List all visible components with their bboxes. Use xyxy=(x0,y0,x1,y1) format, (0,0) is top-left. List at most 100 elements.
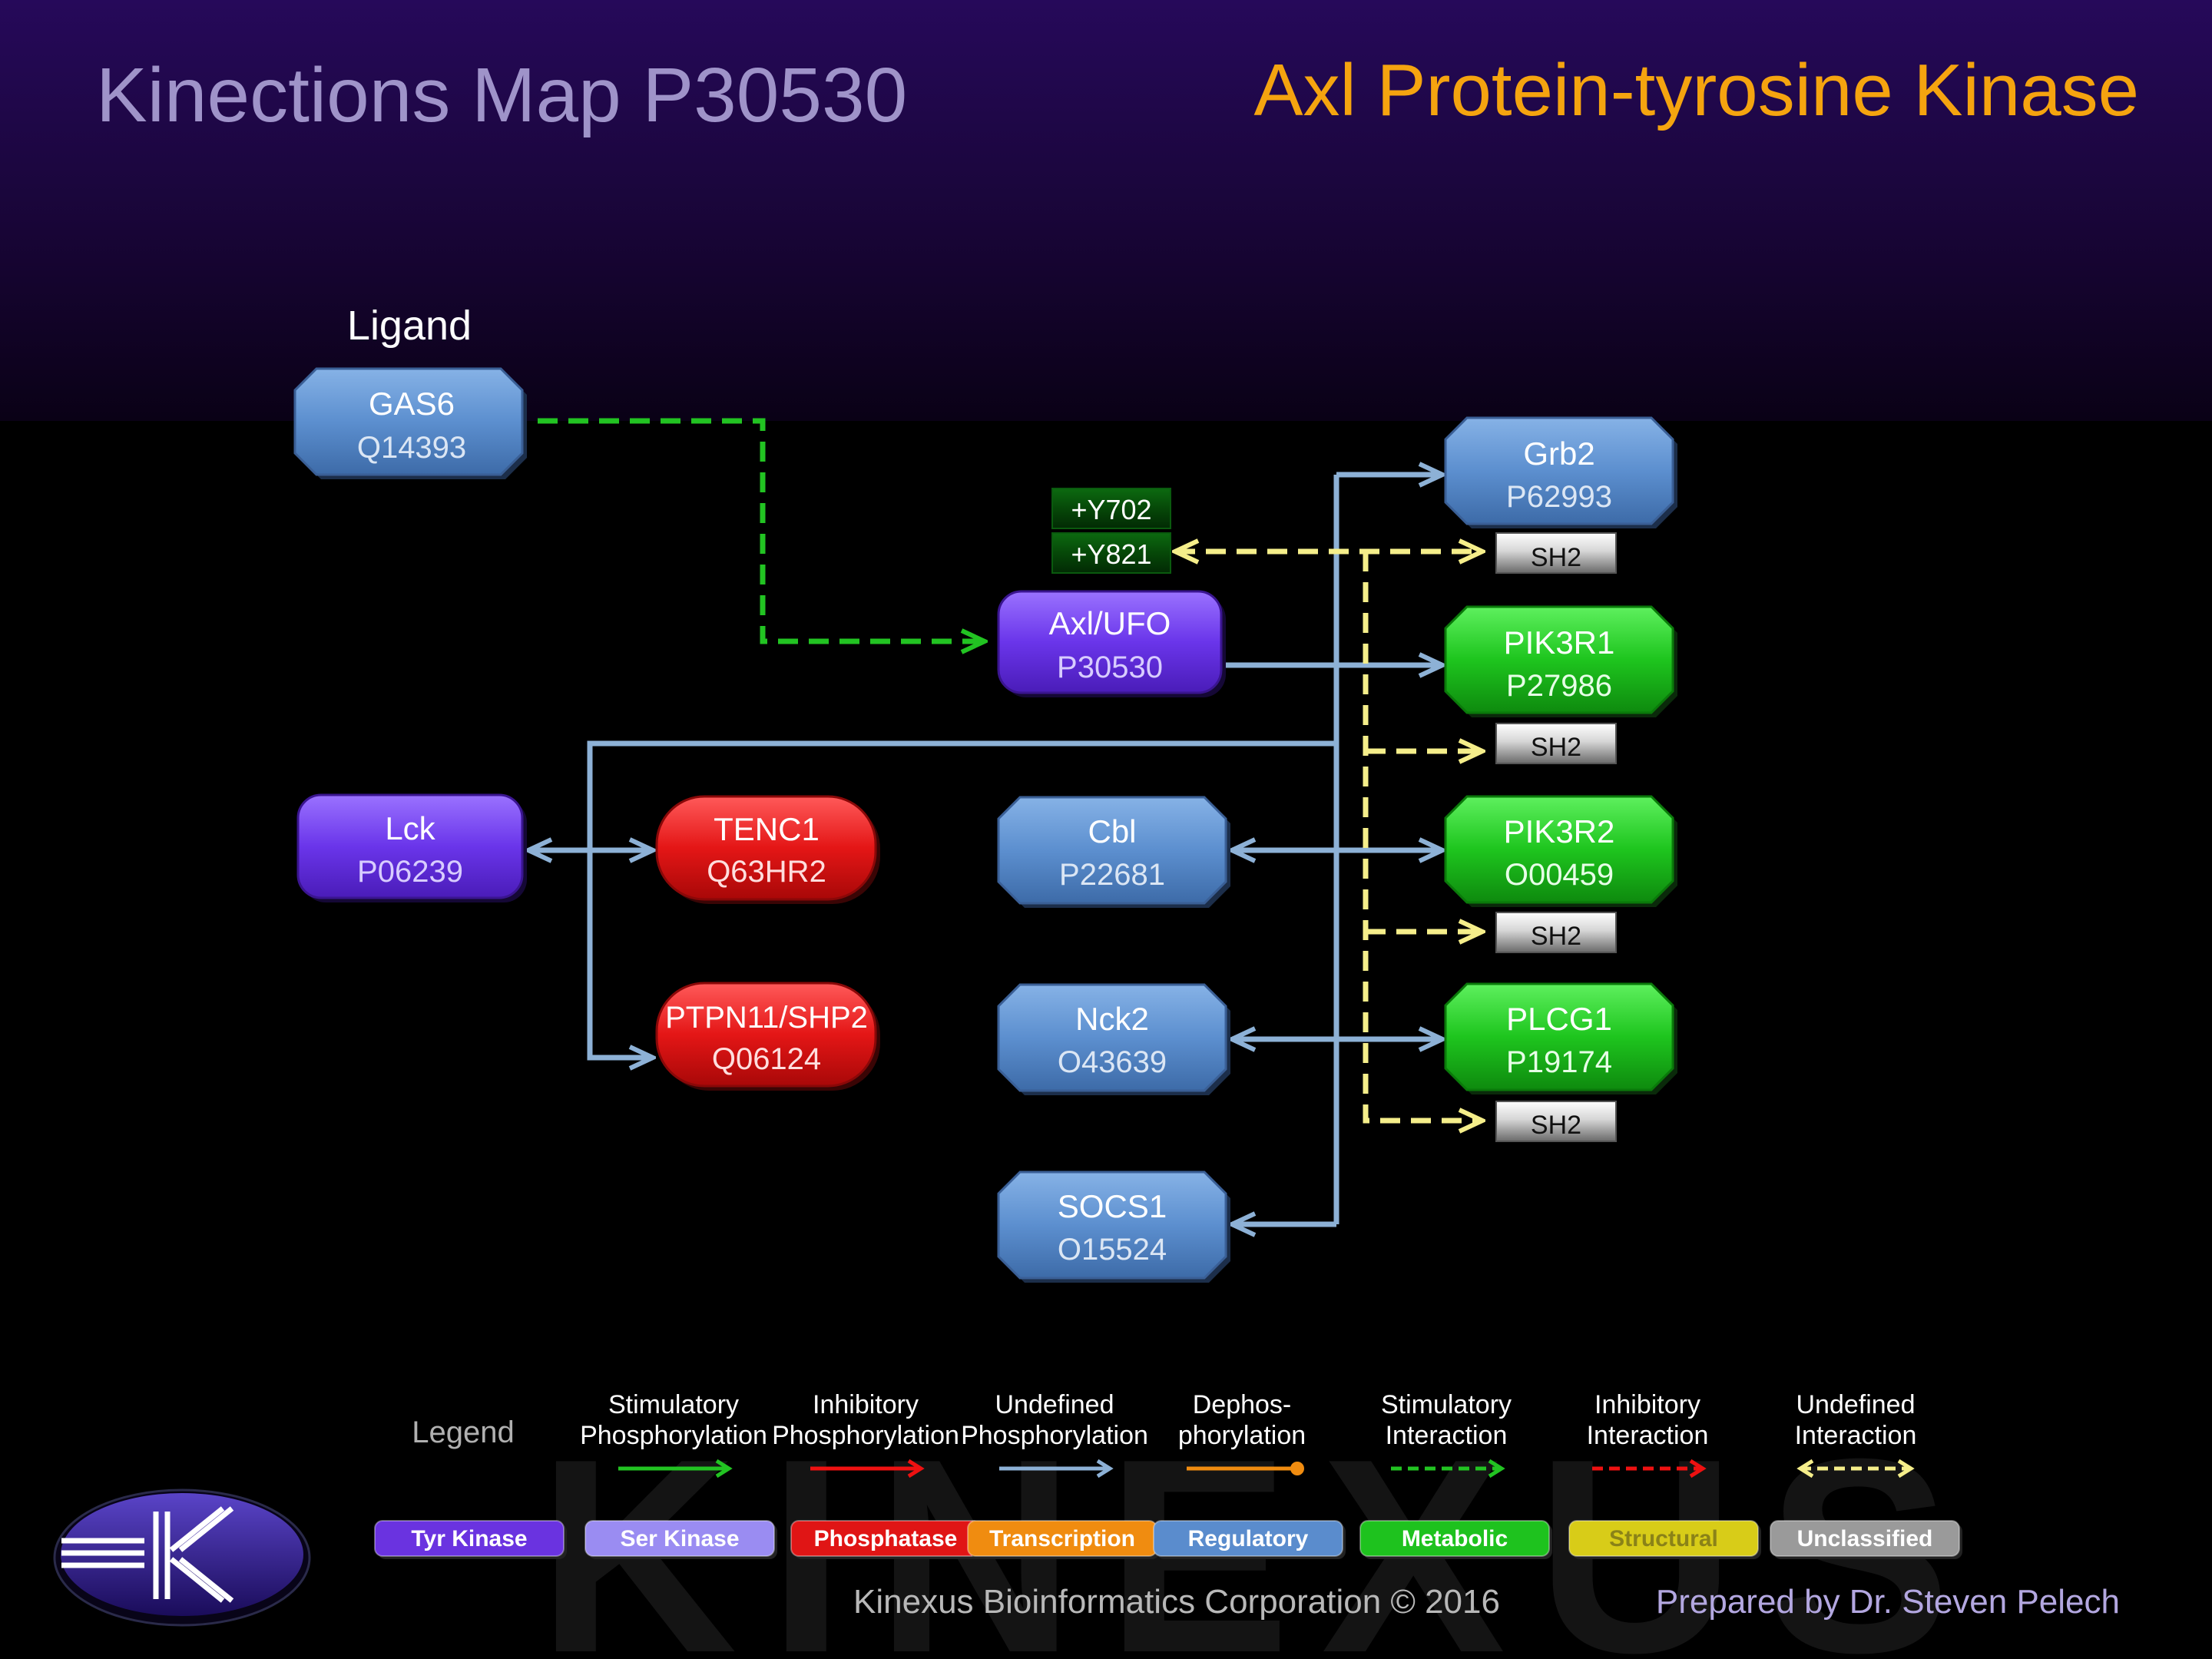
node-lck[interactable]: Lck P06239 xyxy=(296,793,527,902)
node-ptpn11-acc: Q06124 xyxy=(712,1042,821,1076)
legend-arrow-head xyxy=(1796,1459,1814,1479)
legend-arrow-head xyxy=(1096,1459,1114,1479)
domain-sh2-grb2-label: SH2 xyxy=(1531,543,1581,572)
node-pik3r2-acc: O00459 xyxy=(1505,858,1614,892)
legend-arrow-dot xyxy=(1290,1462,1304,1475)
domain-sh2-pik3r2[interactable]: SH2 xyxy=(1495,912,1617,953)
node-gas6-acc: Q14393 xyxy=(357,431,466,465)
site-y821[interactable]: +Y821 xyxy=(1051,532,1171,574)
legend-arrow-label-1: Stimulatory xyxy=(608,1390,739,1419)
node-pik3r2-name: PIK3R2 xyxy=(1504,813,1615,849)
logo-k-icon xyxy=(61,1506,234,1603)
node-lck-name: Lck xyxy=(385,810,435,846)
legend-type-label: Unclassified xyxy=(1797,1526,1933,1551)
node-axl-name: Axl/UFO xyxy=(1049,605,1171,641)
node-nck2[interactable]: Nck2 O43639 xyxy=(997,983,1230,1095)
legend-arrows: StimulatoryPhosphorylationInhibitoryPhos… xyxy=(580,1390,1917,1479)
node-grb2-name: Grb2 xyxy=(1523,435,1594,472)
node-cbl-name: Cbl xyxy=(1088,813,1136,849)
ligand-label: Ligand xyxy=(347,303,472,349)
footer-prepared-by: Prepared by Dr. Steven Pelech xyxy=(1656,1583,2120,1621)
site-y821-label: +Y821 xyxy=(1071,538,1151,570)
legend-type-label: Metabolic xyxy=(1402,1526,1508,1551)
node-grb2-acc: P62993 xyxy=(1506,480,1612,514)
page-title: Kinections Map P30530 xyxy=(96,52,907,138)
site-y702[interactable]: +Y702 xyxy=(1051,488,1171,529)
domain-sh2-pik3r1[interactable]: SH2 xyxy=(1495,723,1617,764)
node-tenc1-acc: Q63HR2 xyxy=(707,855,826,889)
legend-arrow-label-1: Dephos- xyxy=(1193,1390,1292,1419)
legend-type-label: Regulatory xyxy=(1188,1526,1309,1551)
legend-arrow-head xyxy=(1897,1459,1915,1479)
legend-type-label: Transcription xyxy=(989,1526,1135,1551)
domain-sh2-grb2[interactable]: SH2 xyxy=(1495,532,1617,574)
node-plcg1-name: PLCG1 xyxy=(1506,1001,1612,1037)
legend-type-label: Phosphatase xyxy=(814,1526,958,1551)
legend-arrow-head xyxy=(1488,1459,1505,1479)
domain-sh2-plcg1[interactable]: SH2 xyxy=(1495,1101,1617,1142)
node-pik3r2[interactable]: PIK3R2 O00459 xyxy=(1444,795,1677,907)
node-grb2[interactable]: Grb2 P62993 xyxy=(1444,416,1677,528)
legend-arrow-label-1: Stimulatory xyxy=(1381,1390,1512,1419)
node-gas6[interactable]: GAS6 Q14393 xyxy=(293,367,527,479)
legend-type-label: Tyr Kinase xyxy=(411,1526,527,1551)
legend-type-tyr-kinase: Tyr Kinase xyxy=(374,1520,567,1559)
legend-type-transcription: Transcription xyxy=(967,1520,1160,1559)
node-nck2-acc: O43639 xyxy=(1058,1045,1167,1079)
legend-arrow-label-1: Undefined xyxy=(1796,1390,1915,1419)
legend-arrow-label-1: Inhibitory xyxy=(1594,1390,1700,1419)
legend-type-unclassified: Unclassified xyxy=(1770,1520,1962,1559)
node-axl[interactable]: Axl/UFO P30530 xyxy=(997,590,1226,697)
node-plcg1[interactable]: PLCG1 P19174 xyxy=(1444,982,1677,1094)
node-ptpn11[interactable]: PTPN11/SHP2 Q06124 xyxy=(655,982,880,1091)
node-gas6-name: GAS6 xyxy=(369,386,455,422)
legend-arrow-head xyxy=(715,1459,733,1479)
site-y702-label: +Y702 xyxy=(1071,494,1151,525)
legend-type-label: Structural xyxy=(1609,1526,1718,1551)
node-socs1[interactable]: SOCS1 O15524 xyxy=(997,1171,1230,1283)
legend-type-ser-kinase: Ser Kinase xyxy=(584,1520,777,1559)
legend-type-structural: Structural xyxy=(1568,1520,1761,1559)
legend-arrow-label-1: Undefined xyxy=(995,1390,1114,1419)
legend-type-label: Ser Kinase xyxy=(620,1526,739,1551)
page-subtitle: Axl Protein-tyrosine Kinase xyxy=(1253,49,2139,131)
node-lck-acc: P06239 xyxy=(357,855,463,889)
legend-arrow-label-1: Inhibitory xyxy=(813,1390,919,1419)
legend-arrow-label-2: Interaction xyxy=(1795,1421,1917,1450)
legend-arrow-head xyxy=(1689,1459,1707,1479)
legend-type-regulatory: Regulatory xyxy=(1153,1520,1346,1559)
connectors xyxy=(528,418,1482,1224)
legend-arrow-label-2: Phosphorylation xyxy=(961,1421,1148,1450)
legend-types: Tyr Kinase Ser Kinase Phosphatase Transcrip… xyxy=(374,1520,1962,1559)
legend-type-phosphatase: Phosphatase xyxy=(790,1520,983,1559)
edge-trunk-ptpn11 xyxy=(587,740,1336,1058)
legend-arrow-head xyxy=(907,1459,925,1479)
node-pik3r1[interactable]: PIK3R1 P27986 xyxy=(1444,605,1677,717)
domain-sh2-pik3r2-label: SH2 xyxy=(1531,922,1581,951)
node-axl-acc: P30530 xyxy=(1057,651,1163,684)
node-cbl-acc: P22681 xyxy=(1059,858,1165,892)
node-plcg1-acc: P19174 xyxy=(1506,1045,1612,1079)
footer-corporation: Kinexus Bioinformatics Corporation © 201… xyxy=(853,1583,1500,1621)
kinexus-logo xyxy=(53,1488,311,1627)
legend-arrow-label-2: Interaction xyxy=(1587,1421,1709,1450)
node-tenc1[interactable]: TENC1 Q63HR2 xyxy=(655,795,880,904)
node-nck2-name: Nck2 xyxy=(1075,1001,1149,1037)
node-tenc1-name: TENC1 xyxy=(714,811,820,847)
node-pik3r1-name: PIK3R1 xyxy=(1504,624,1615,661)
header-band xyxy=(0,0,2212,421)
node-socs1-name: SOCS1 xyxy=(1058,1188,1167,1224)
node-socs1-acc: O15524 xyxy=(1058,1233,1167,1267)
legend-arrow-label-2: Phosphorylation xyxy=(772,1421,959,1450)
node-cbl[interactable]: Cbl P22681 xyxy=(997,796,1230,908)
edge-yellow-trunk xyxy=(1363,551,1482,1121)
node-ptpn11-name: PTPN11/SHP2 xyxy=(665,1001,868,1035)
domain-sh2-plcg1-label: SH2 xyxy=(1531,1111,1581,1140)
domain-sh2-pik3r1-label: SH2 xyxy=(1531,733,1581,762)
node-pik3r1-acc: P27986 xyxy=(1506,669,1612,703)
legend-arrow-label-2: Phosphorylation xyxy=(580,1421,767,1450)
legend-arrow-label-2: phorylation xyxy=(1178,1421,1306,1450)
edge-gas6-axl xyxy=(538,418,985,641)
